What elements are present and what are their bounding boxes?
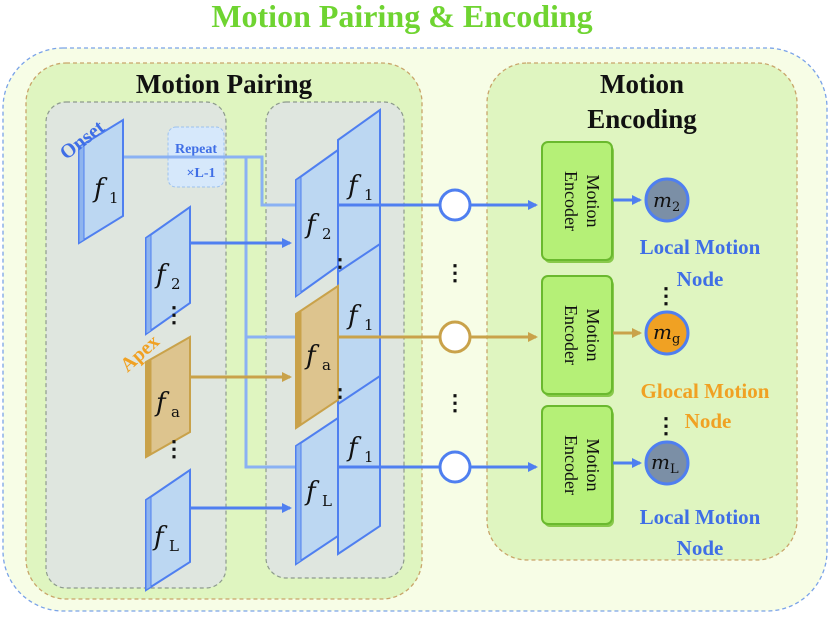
- repeat-label: Repeat: [175, 142, 217, 157]
- row-a-connectors: [338, 320, 538, 354]
- pairL-front-sub: L: [322, 492, 332, 510]
- encoder-L-line2: Encoder: [561, 435, 581, 495]
- pair-apex-back-sub: 1: [364, 316, 374, 334]
- row-1-connectors: [338, 188, 538, 222]
- rows-ellipsis-1: ⋮: [444, 260, 466, 286]
- motion-encoding-title-line1: Motion: [600, 69, 684, 99]
- nodes-ellipsis-2: ⋮: [655, 413, 677, 439]
- node-m2-sub: 2: [672, 200, 680, 215]
- node-mL-label: m: [651, 450, 670, 474]
- frame-fL: f L: [145, 468, 191, 592]
- frame-f2: f 2: [145, 205, 191, 336]
- motion-node-mg: m g: [644, 310, 690, 356]
- glocal-node-label-b: Node: [685, 409, 732, 433]
- repeat-count-label: ×L-1: [187, 166, 216, 181]
- frame-pair-L: f 1 f L: [295, 374, 381, 566]
- row-L-connectors: [338, 450, 538, 484]
- pair-op-circle-1: [438, 188, 472, 222]
- rows-ellipsis-2: ⋮: [444, 390, 466, 416]
- motion-encoding-title-line2: Encoding: [587, 104, 697, 134]
- frame-f2-sub: 2: [171, 275, 181, 293]
- nodes-ellipsis-1: ⋮: [655, 283, 677, 309]
- frames-ellipsis-1: ⋮: [163, 302, 185, 328]
- node-mL-sub: L: [670, 462, 679, 477]
- motion-encoding-panel: [486, 62, 798, 561]
- node-mg-sub: g: [672, 332, 680, 347]
- frame-pair-1: f 1 f 2: [295, 108, 381, 298]
- motion-encoder-L: Motion Encoder: [541, 405, 614, 527]
- motion-encoder-1: Motion Encoder: [541, 141, 614, 263]
- encoder-apex-line2: Encoder: [561, 305, 581, 365]
- pair1-front-sub: 2: [322, 225, 332, 243]
- frame-f1-sub: 1: [109, 189, 119, 207]
- frames-ellipsis-2: ⋮: [163, 436, 185, 462]
- encoder-1-line2: Encoder: [561, 171, 581, 231]
- pair1-back-sub: 1: [364, 186, 374, 204]
- motion-node-m2: m 2: [644, 177, 690, 223]
- motion-encoder-apex: Motion Encoder: [541, 275, 614, 397]
- encoder-1-line1: Motion: [583, 174, 603, 227]
- frame-fL-sub: L: [169, 537, 179, 555]
- frame-onset: f 1: [78, 118, 124, 245]
- local-node-label-1b: Node: [677, 267, 724, 291]
- frame-apex: f a: [145, 335, 191, 459]
- node-m2-label: m: [653, 188, 672, 212]
- glocal-node-label-a: Glocal Motion: [641, 379, 770, 403]
- pairL-back-sub: 1: [364, 448, 374, 466]
- diagram-title: Motion Pairing & Encoding: [211, 0, 592, 34]
- frame-fa-sub: a: [171, 403, 180, 421]
- frame-pair-apex: f 1 f a: [295, 242, 381, 430]
- local-node-label-2b: Node: [677, 536, 724, 560]
- pair-op-circle-L: [438, 450, 472, 484]
- motion-pairing-title: Motion Pairing: [136, 69, 313, 99]
- local-node-label-1a: Local Motion: [640, 235, 761, 259]
- encoder-L-line1: Motion: [583, 438, 603, 491]
- pair-apex-front-sub: a: [322, 356, 331, 374]
- onset-routing-lines: [123, 155, 296, 469]
- pair-op-circle-apex: [438, 320, 472, 354]
- encoder-apex-line1: Motion: [583, 308, 603, 361]
- node-mg-label: m: [653, 320, 672, 344]
- motion-node-mL: m L: [644, 440, 690, 486]
- local-node-label-2a: Local Motion: [640, 505, 761, 529]
